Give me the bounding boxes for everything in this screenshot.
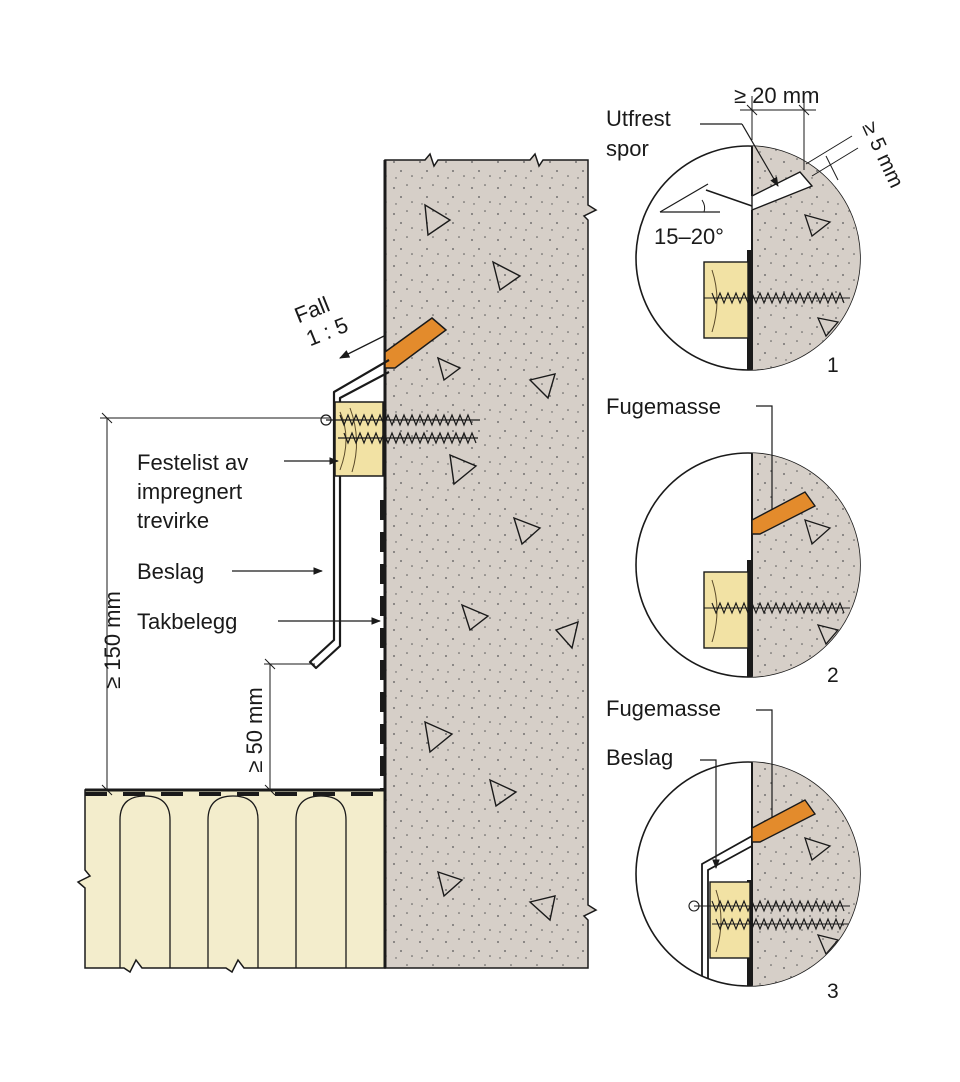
d1-utfrest-1: Utfrest: [606, 106, 671, 131]
festelist-label-3: trevirke: [137, 508, 209, 533]
festelist-label-2: impregnert: [137, 479, 242, 504]
roof-insulation: [76, 789, 386, 974]
timber-batten: [334, 401, 384, 477]
takbelegg-label: Takbelegg: [137, 609, 237, 634]
d1-number: 1: [827, 354, 839, 377]
dim-50-label: ≥ 50 mm: [242, 687, 267, 772]
festelist-label-1: Festelist av: [137, 450, 248, 475]
sealant-joint: [384, 317, 448, 369]
roof-membrane: [85, 788, 385, 796]
detail-3: Fugemasse Beslag 3: [606, 696, 861, 1003]
detail-2: Fugemasse 2: [606, 394, 861, 687]
d1-dim-20: ≥ 20 mm: [734, 83, 819, 108]
dimension-lines: [100, 412, 330, 796]
d3-beslag: Beslag: [606, 745, 673, 770]
d1-dim-5: ≥ 5 mm: [857, 118, 907, 191]
d3-number: 3: [827, 980, 839, 1003]
screws: [320, 413, 480, 445]
fall-arrow: [339, 335, 385, 359]
dim-150-label: ≥ 150 mm: [100, 591, 125, 689]
d1-utfrest-2: spor: [606, 136, 649, 161]
d2-number: 2: [827, 664, 839, 687]
concrete-wall: [384, 152, 598, 969]
wall-membrane: [380, 160, 387, 968]
main-detail: Fall 1 : 5 Festelist av impregnert trevi…: [76, 152, 598, 974]
d2-fugemasse: Fugemasse: [606, 394, 721, 419]
d3-fugemasse: Fugemasse: [606, 696, 721, 721]
d1-angle: 15–20°: [654, 224, 724, 249]
detail-1: ≥ 20 mm ≥ 5 mm Utfrest spor 15–20° 1: [606, 83, 908, 377]
beslag-label: Beslag: [137, 559, 204, 584]
